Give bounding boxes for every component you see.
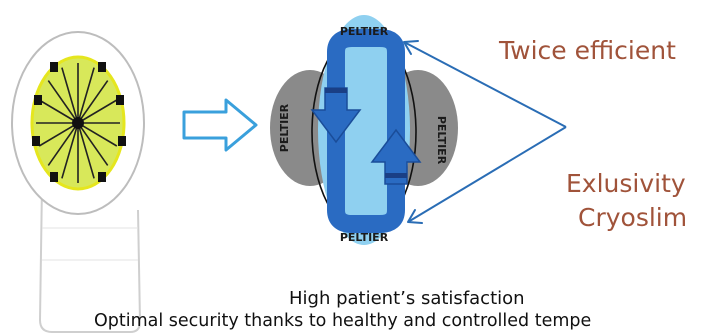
- electrode-pad: [116, 95, 124, 105]
- electrode-pad: [34, 95, 42, 105]
- applicator-spoke: [47, 80, 79, 124]
- electrode-pad: [50, 62, 58, 72]
- applicator-spoke: [47, 122, 79, 166]
- applicator-spoke: [61, 122, 79, 179]
- peltier-label-top: PELTIER: [340, 25, 389, 38]
- applicator-spoke: [61, 67, 79, 124]
- applicator-spoke: [77, 67, 95, 124]
- electrode-pad: [98, 62, 106, 72]
- claim-exclusivity: Exlusivity: [566, 169, 686, 198]
- applicator-spoke: [77, 122, 118, 147]
- electrode-pad: [50, 172, 58, 182]
- claim-cryoslim: Cryoslim: [578, 203, 688, 232]
- peltier-label-left: PELTIER: [278, 103, 291, 152]
- footer-security: Optimal security thanks to healthy and c…: [94, 311, 592, 331]
- footer-satisfaction: High patient’s satisfaction: [289, 288, 525, 309]
- applicator-spoke: [38, 122, 79, 147]
- peltier-module: PELTIER PELTIER PELTIER PELTIER: [270, 15, 458, 245]
- peltier-label-bottom: PELTIER: [340, 231, 389, 244]
- up-arrow-icon: [370, 128, 422, 185]
- applicator-center: [72, 117, 84, 129]
- electrode-pad: [32, 136, 40, 146]
- applicator-spoke: [77, 99, 118, 124]
- peltier-label-right: PELTIER: [435, 116, 448, 165]
- applicator-spoke: [77, 122, 95, 179]
- applicator-spoke: [38, 99, 79, 124]
- applicator-device: [11, 31, 145, 333]
- electrode-pad: [118, 136, 126, 146]
- electrode-pad: [98, 172, 106, 182]
- claim-twice-efficient: Twice efficient: [499, 36, 676, 65]
- applicator-handle: [38, 184, 142, 333]
- pointer-lines: [403, 40, 567, 224]
- applicator-spoke: [77, 80, 109, 124]
- flow-loop: [327, 29, 405, 233]
- applicator-spoke: [77, 122, 109, 166]
- hollow-arrow-icon: [182, 98, 258, 152]
